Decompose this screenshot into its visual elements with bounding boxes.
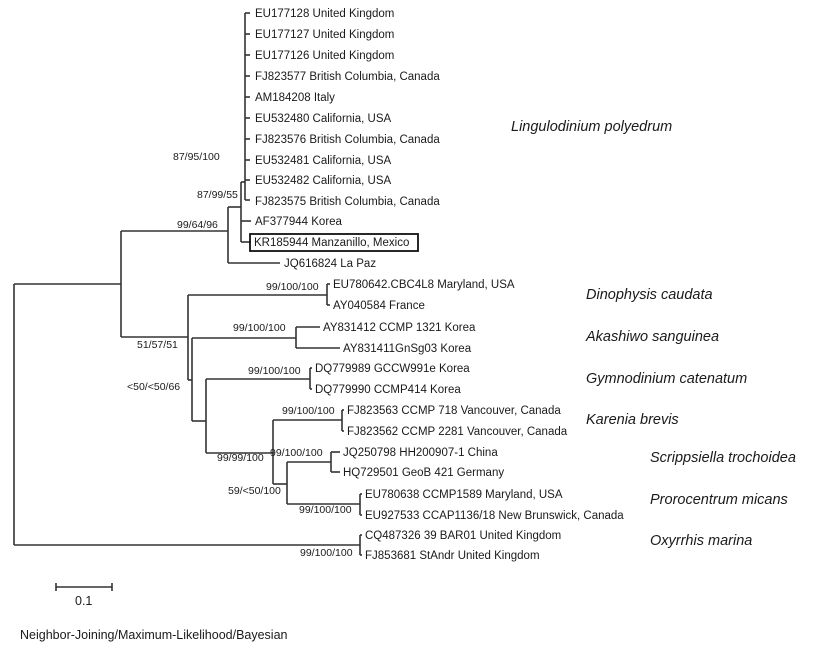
- scale-bar-label: 0.1: [75, 594, 92, 608]
- support-value: 99/100/100: [299, 504, 352, 516]
- leaf-label: AF377944 Korea: [255, 216, 343, 228]
- clade-label-scrippsiella: Scrippsiella trochoidea: [650, 450, 796, 466]
- leaf-label: EU177126 United Kingdom: [255, 50, 394, 62]
- leaf-label: EU177127 United Kingdom: [255, 29, 394, 41]
- leaf-label: EU780638 CCMP1589 Maryland, USA: [365, 489, 563, 501]
- support-value: 99/100/100: [233, 322, 286, 334]
- support-value: 99/64/96: [177, 219, 218, 231]
- leaf-label: EU532481 California, USA: [255, 155, 391, 167]
- leaf-label: FJ823563 CCMP 718 Vancouver, Canada: [347, 405, 561, 417]
- leaf-label: JQ616824 La Paz: [284, 258, 376, 270]
- leaf-label: AY831412 CCMP 1321 Korea: [323, 322, 476, 334]
- leaf-label: FJ823562 CCMP 2281 Vancouver, Canada: [347, 426, 568, 438]
- support-values: 87/95/100 87/99/55 99/64/96 99/100/100 9…: [127, 151, 353, 559]
- leaf-label: JQ250798 HH200907-1 China: [343, 447, 498, 459]
- leaf-label: AY040584 France: [333, 300, 425, 312]
- leaf-label: AY831411GnSg03 Korea: [343, 343, 472, 355]
- clade-label-lingulodinium: Lingulodinium polyedrum: [511, 119, 672, 135]
- leaf-label-highlighted: KR185944 Manzanillo, Mexico: [254, 237, 409, 249]
- leaf-label: EU532482 California, USA: [255, 175, 391, 187]
- support-value: <50/<50/66: [127, 381, 180, 393]
- support-value: 99/100/100: [300, 547, 353, 559]
- support-value: 99/100/100: [270, 447, 323, 459]
- clade-label-prorocentrum: Prorocentrum micans: [650, 492, 788, 508]
- leaf-label: DQ779989 GCCW991e Korea: [315, 363, 470, 375]
- leaf-label: HQ729501 GeoB 421 Germany: [343, 467, 504, 479]
- clade-label-karenia: Karenia brevis: [586, 412, 679, 428]
- clade-label-oxyrrhis: Oxyrrhis marina: [650, 533, 752, 549]
- scale-bar: 0.1: [55, 583, 113, 608]
- clade-label-gymnodinium: Gymnodinium catenatum: [586, 371, 747, 387]
- support-value: 99/100/100: [248, 365, 301, 377]
- leaf-label: FJ823577 British Columbia, Canada: [255, 71, 440, 83]
- support-value: 59/<50/100: [228, 485, 281, 497]
- leaf-label: EU927533 CCAP1136/18 New Brunswick, Cana…: [365, 510, 624, 522]
- leaf-label: EU177128 United Kingdom: [255, 8, 394, 20]
- highlight-box: [249, 233, 419, 252]
- leaf-label: FJ853681 StAndr United Kingdom: [365, 550, 540, 562]
- leaf-label: CQ487326 39 BAR01 United Kingdom: [365, 530, 561, 542]
- support-value: 99/100/100: [282, 405, 335, 417]
- leaf-label: DQ779990 CCMP414 Korea: [315, 384, 461, 396]
- support-value: 99/100/100: [266, 281, 319, 293]
- tree-branches: [13, 12, 362, 556]
- lp-polytomy-tips: [245, 12, 250, 201]
- support-value: 99/99/100: [217, 452, 264, 464]
- leaf-label: FJ823576 British Columbia, Canada: [255, 134, 440, 146]
- clade-label-dinophysis: Dinophysis caudata: [586, 287, 713, 303]
- clade-labels: Lingulodinium polyedrum Dinophysis cauda…: [511, 119, 796, 549]
- methods-caption: Neighbor-Joining/Maximum-Likelihood/Baye…: [20, 628, 288, 642]
- support-value: 87/95/100: [173, 151, 220, 163]
- support-value: 51/57/51: [137, 339, 178, 351]
- leaf-labels: EU177128 United Kingdom EU177127 United …: [249, 8, 624, 562]
- clade-label-akashiwo: Akashiwo sanguinea: [585, 329, 719, 345]
- support-value: 87/99/55: [197, 189, 238, 201]
- leaf-label: AM184208 Italy: [255, 92, 335, 104]
- leaf-label: EU532480 California, USA: [255, 113, 391, 125]
- leaf-label: EU780642.CBC4L8 Maryland, USA: [333, 279, 515, 291]
- leaf-label: FJ823575 British Columbia, Canada: [255, 196, 440, 208]
